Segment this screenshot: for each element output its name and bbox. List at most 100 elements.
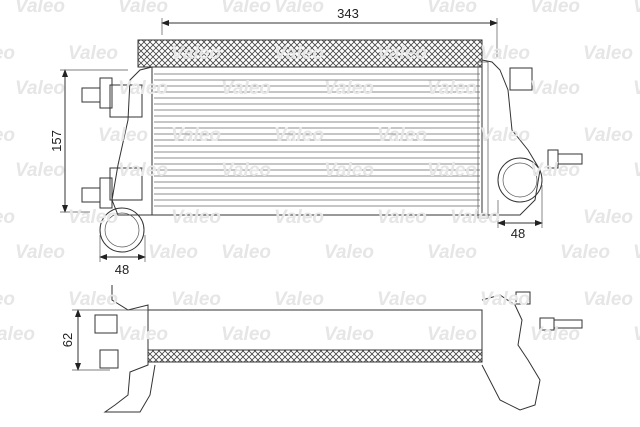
watermark-text: Valeo: [15, 78, 65, 99]
watermark-text: Valeo: [221, 242, 271, 263]
watermark-text: Valeo: [427, 160, 477, 181]
watermark-text: Valeo: [274, 125, 324, 146]
watermark-text: Valeo: [324, 78, 374, 99]
watermark-grid: ValeoValeoValeoValeoValeoValeoValeoValeo…: [0, 0, 640, 345]
dimension-length: 343: [161, 6, 498, 58]
watermark-text: Valeo: [98, 125, 148, 146]
inlet-pipe: [99, 207, 145, 253]
watermark-text: Valeo: [427, 242, 477, 263]
outlet-pipe: [497, 157, 543, 203]
watermark-text: Valeo: [171, 289, 221, 310]
dimension-label-length: 343: [337, 6, 359, 21]
watermark-text: Valeo: [148, 242, 198, 263]
watermark-text: Valeo: [480, 289, 530, 310]
core-fins: [154, 73, 480, 207]
side-view: [94, 285, 583, 413]
right-header: [477, 61, 489, 219]
watermark-text: Valeo: [377, 207, 427, 228]
dimension-depth: 62: [60, 309, 148, 371]
left-stud-base-top: [99, 77, 113, 109]
watermark-text: Valeo: [0, 43, 15, 64]
watermark-text: Valeo: [583, 43, 633, 64]
right-stud: [557, 153, 583, 165]
watermark-text: Valeo: [274, 289, 324, 310]
watermark-text: Valeo: [583, 125, 633, 146]
side-right-tank: [481, 294, 541, 411]
left-stud-top: [81, 87, 101, 103]
hatched-area: [137, 39, 483, 68]
front-view: [81, 39, 583, 253]
watermark-text: Valeo: [530, 78, 580, 99]
side-hatched-area: [147, 349, 483, 363]
dimension-height: 157: [49, 69, 128, 213]
watermark-text: Valeo: [427, 78, 477, 99]
watermark-text: Valeo: [15, 242, 65, 263]
left-stud-base-bottom: [99, 177, 113, 209]
watermark-text: Valeo: [171, 207, 221, 228]
watermark-text: Valeo: [427, 0, 477, 17]
side-left-tank: [103, 285, 156, 413]
watermark-text: Valeo: [221, 0, 271, 17]
watermark-text: Valeo: [118, 78, 168, 99]
dimension-label-height: 157: [49, 130, 64, 152]
side-left-stud-top: [94, 314, 118, 334]
watermark-text: Valeo: [633, 242, 640, 263]
watermark-text: Valeo: [530, 160, 580, 181]
watermark-text: Valeo: [427, 324, 477, 345]
watermark-text: Valeo: [0, 125, 15, 146]
watermark-text: Valeo: [633, 160, 640, 181]
watermark-text: Valeo: [68, 207, 118, 228]
watermark-text: Valeo: [221, 78, 271, 99]
watermark-text: Valeo: [171, 125, 221, 146]
dimension-label-outlet: 48: [511, 226, 525, 241]
left-bracket-bottom: [109, 167, 143, 201]
side-right-stud: [553, 319, 583, 329]
dimension-label-depth: 62: [60, 333, 75, 347]
watermark-text: Valeo: [480, 43, 530, 64]
watermark-text: Valeo: [530, 324, 580, 345]
side-right-bracket: [515, 291, 531, 305]
watermark-text: Valeo: [324, 324, 374, 345]
watermark-text: Valeo: [274, 43, 324, 64]
watermark-text: Valeo: [324, 242, 374, 263]
watermark-text: Valeo: [171, 43, 221, 64]
watermark-text: Valeo: [0, 207, 15, 228]
dimension-outlet: 48: [497, 185, 543, 241]
left-bracket-top: [109, 84, 143, 118]
side-left-stud-bottom: [99, 349, 119, 369]
watermark-text: Valeo: [530, 0, 580, 17]
outlet-pipe-inner: [502, 162, 538, 198]
inlet-pipe-inner: [104, 212, 140, 248]
dimension-inlet: 48: [99, 235, 146, 277]
watermark-text: Valeo: [0, 289, 15, 310]
watermark-text: Valeo: [583, 289, 633, 310]
watermark-text: Valeo: [377, 289, 427, 310]
watermark-text: Valeo: [450, 207, 500, 228]
watermark-text: Valeo: [221, 324, 271, 345]
watermark-text: Valeo: [15, 0, 65, 17]
watermark-text: Valeo: [274, 207, 324, 228]
left-stud-bottom: [81, 187, 101, 203]
watermark-text: Valeo: [480, 125, 530, 146]
core: [151, 66, 483, 216]
right-tank: [481, 59, 541, 216]
watermark-text: Valeo: [560, 242, 610, 263]
dimension-label-inlet: 48: [115, 262, 129, 277]
watermark-text: Valeo: [118, 0, 168, 17]
watermark-text: Valeo: [15, 160, 65, 181]
watermark-text: Valeo: [68, 43, 118, 64]
watermark-text: Valeo: [0, 324, 35, 345]
watermark-text: Valeo: [221, 160, 271, 181]
left-tank: [111, 66, 153, 216]
watermark-text: Valeo: [324, 160, 374, 181]
watermark-text: Valeo: [274, 0, 324, 17]
watermark-text: Valeo: [633, 0, 640, 17]
watermark-text: Valeo: [633, 324, 640, 345]
watermark-text: Valeo: [118, 160, 168, 181]
watermark-text: Valeo: [583, 207, 633, 228]
right-bracket: [509, 67, 533, 91]
watermark-text: Valeo: [633, 78, 640, 99]
watermark-text: Valeo: [377, 43, 427, 64]
watermark-text: Valeo: [68, 289, 118, 310]
